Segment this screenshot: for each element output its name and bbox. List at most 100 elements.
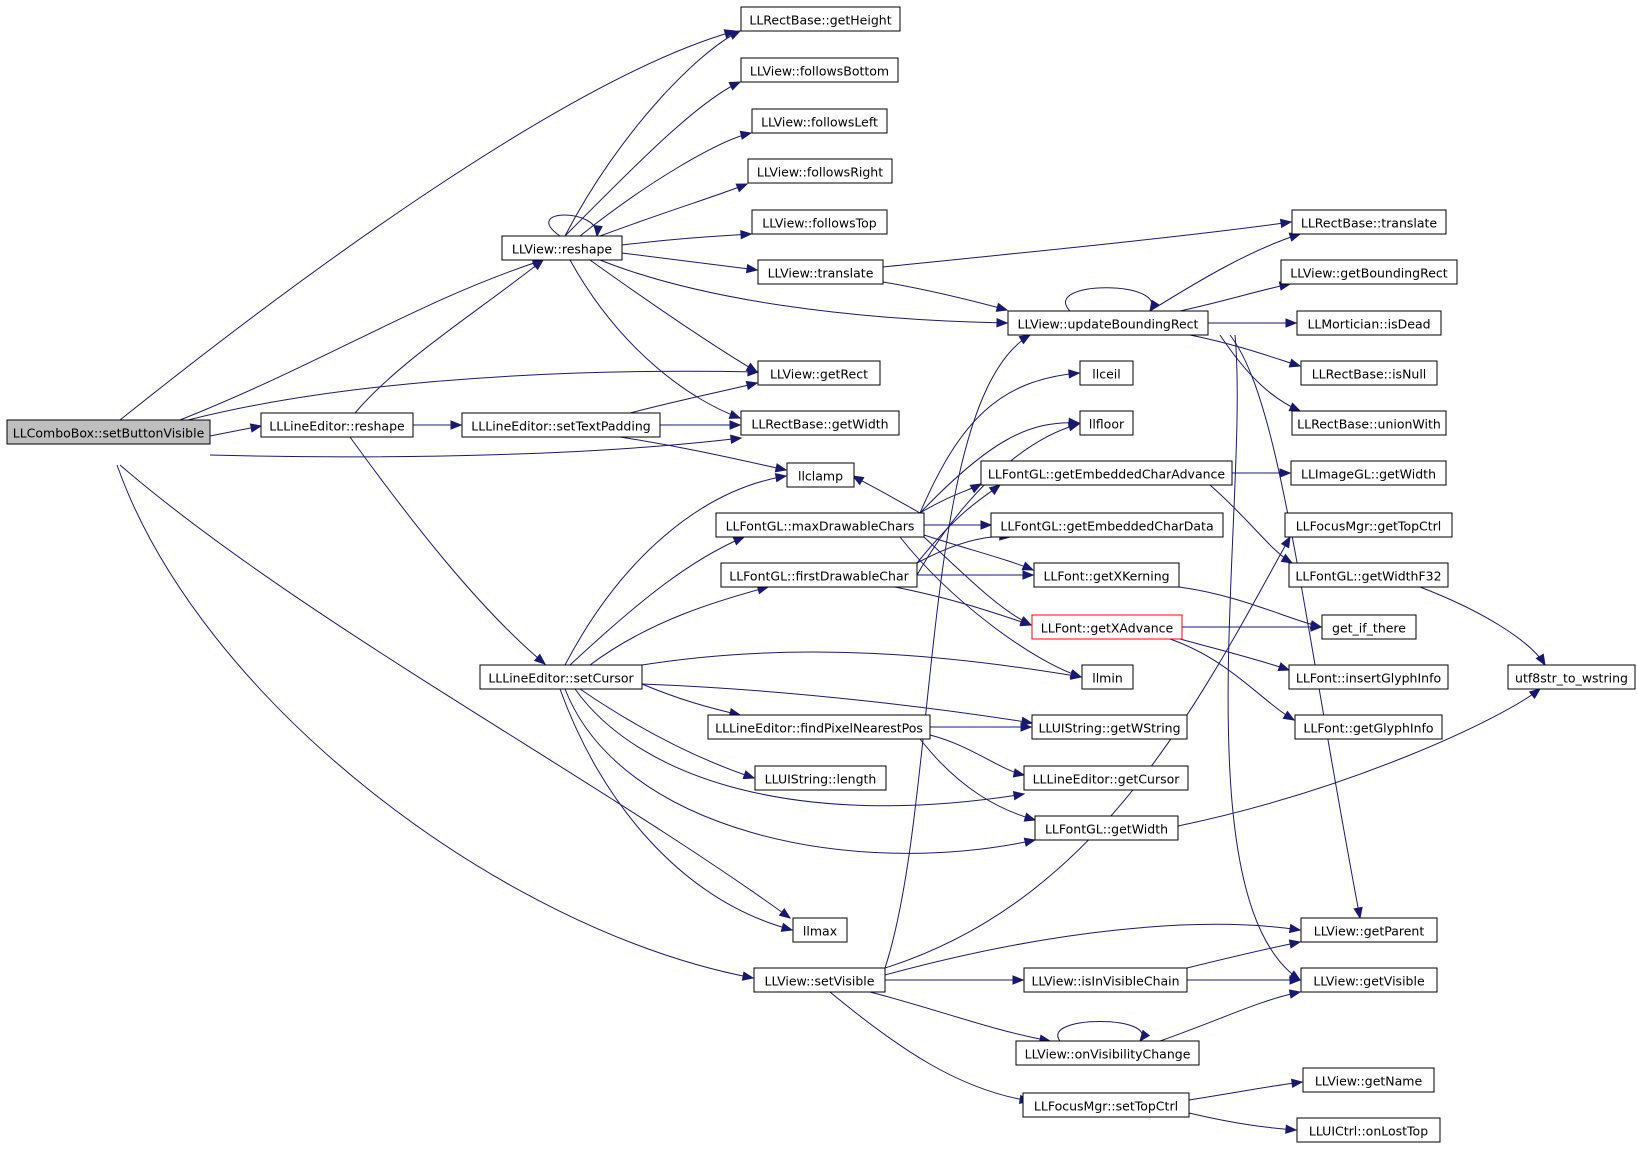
node-view-get-name[interactable]: LLView::getName [1302,1067,1435,1093]
node-mortician-is-dead[interactable]: LLMortician::isDead [1296,310,1442,336]
edge-arrowhead [745,362,759,373]
node-uictrl-on-lost-top[interactable]: LLUICtrl::onLostTop [1296,1117,1441,1143]
node-fontgl-max-drawable-chars[interactable]: LLFontGL::maxDrawableChars [715,512,925,538]
node-view-is-in-visible-chain[interactable]: LLView::isInVisibleChain [1023,967,1188,993]
edge-arrowhead [533,653,547,665]
node-lineeditor-reshape[interactable]: LLLineEditor::reshape [260,412,414,438]
node-view-reshape[interactable]: LLView::reshape [501,235,623,261]
node-combo-set-button-visible[interactable]: LLComboBox::setButtonVisible [6,419,211,445]
node-fontgl-get-embedded-char-advance[interactable]: LLFontGL::getEmbeddedCharAdvance [980,460,1233,486]
node-fontgl-get-width-f32[interactable]: LLFontGL::getWidthF32 [1288,562,1449,588]
edge-view-on-visibility-change-to-view-on-visibility-change [1057,1021,1151,1043]
node-focusmgr-get-top-ctrl[interactable]: LLFocusMgr::getTopCtrl [1284,512,1453,538]
node-fontgl-get-width[interactable]: LLFontGL::getWidth [1034,815,1179,841]
edge-view-reshape-to-view-follows-bottom [564,81,742,237]
node-font-get-xadvance[interactable]: LLFont::getXAdvance [1031,614,1183,640]
node-uistring-length[interactable]: LLUIString::length [754,765,887,791]
node-focusmgr-set-top-ctrl[interactable]: LLFocusMgr::setTopCtrl [1022,1092,1190,1118]
node-fontgl-get-embedded-char-data[interactable]: LLFontGL::getEmbeddedCharData [990,512,1224,538]
node-view-set-visible[interactable]: LLView::setVisible [753,967,886,993]
edge-line [559,688,793,931]
node-view-on-visibility-change[interactable]: LLView::onVisibilityChange [1015,1040,1200,1066]
node-view-get-rect[interactable]: LLView::getRect [757,360,881,386]
edge-arrowhead [1019,617,1033,627]
node-box [1031,614,1183,640]
node-font-get-glyph-info[interactable]: LLFont::getGlyphInfo [1294,714,1443,740]
node-lineeditor-get-cursor[interactable]: LLLineEditor::getCursor [1023,765,1189,791]
edge-line [894,586,1032,626]
node-font-insert-glyph-info[interactable]: LLFont::insertGlyphInfo [1288,664,1449,690]
node-rect-is-null[interactable]: LLRectBase::isNull [1300,360,1438,386]
node-label: llfloor [1089,417,1125,432]
edge-font-get-xadvance-to-font-get-glyph-info [1169,638,1296,721]
node-label: llmin [1092,671,1123,686]
edge-arrowhead [1353,906,1363,920]
node-box [753,967,886,993]
edge-view-reshape-to-view-get-rect [589,259,759,373]
node-box [990,512,1224,538]
node-get-if-there[interactable]: get_if_there [1321,614,1417,640]
node-view-follows-left[interactable]: LLView::followsLeft [751,108,888,134]
node-box [751,108,888,134]
edge-lineeditor-set-cursor-to-uistring-get-wstring [641,683,1034,727]
edge-arrowhead [741,971,755,981]
node-view-get-visible[interactable]: LLView::getVisible [1300,967,1438,993]
node-label: llmax [803,924,837,939]
edge-lineeditor-find-pixel-nearest-pos-to-lineeditor-get-cursor [929,734,1026,778]
node-view-follows-top[interactable]: LLView::followsTop [751,209,888,235]
node-llfloor[interactable]: llfloor [1079,410,1134,436]
edge-view-reshape-to-rect-get-height [564,30,742,237]
node-fontgl-first-drawable-char[interactable]: LLFontGL::firstDrawableChar [720,562,918,588]
node-view-get-parent[interactable]: LLView::getParent [1300,917,1438,943]
node-lineeditor-set-text-padding[interactable]: LLLineEditor::setTextPadding [461,412,661,438]
node-uistring-get-wstring[interactable]: LLUIString::getWString [1031,714,1188,740]
node-view-translate[interactable]: LLView::translate [757,259,884,285]
edge-line [1179,638,1290,671]
node-utf8str-to-wstring[interactable]: utf8str_to_wstring [1507,664,1636,690]
node-llmin[interactable]: llmin [1081,664,1134,690]
edge-arrowhead [1020,722,1033,732]
edge-font-get-xadvance-to-font-insert-glyph-info [1179,638,1291,672]
node-box [1284,512,1453,538]
edge-lineeditor-reshape-to-view-reshape [354,259,545,414]
node-llclamp[interactable]: llclamp [786,462,855,488]
edge-line [179,259,544,421]
node-rect-get-width[interactable]: LLRectBase::getWidth [740,410,900,436]
node-imagegl-get-width[interactable]: LLImageGL::getWidth [1290,460,1447,486]
edge-lineeditor-set-cursor-to-fontgl-get-width [564,688,1037,854]
node-view-get-bounding-rect[interactable]: LLView::getBoundingRect [1280,259,1458,285]
node-box [1033,562,1180,588]
edge-line [916,423,1080,576]
node-box [1079,410,1134,436]
node-lineeditor-find-pixel-nearest-pos[interactable]: LLLineEditor::findPixelNearestPos [707,714,931,740]
edge-arrowhead [1528,688,1542,700]
node-label: LLLineEditor::reshape [269,419,405,434]
edge-line [569,536,745,666]
edge-lineeditor-set-cursor-to-uistring-length [579,688,756,780]
node-view-follows-bottom[interactable]: LLView::followsBottom [740,57,899,83]
edge-focusmgr-set-top-ctrl-to-view-get-name [1188,1078,1304,1101]
edge-line [619,436,787,471]
node-rect-get-height[interactable]: LLRectBase::getHeight [740,6,901,32]
edge-fontgl-first-drawable-char-to-font-get-xkerning [917,570,1035,580]
node-llceil[interactable]: llceil [1079,360,1134,386]
edge-arrowhead [531,259,545,271]
node-view-update-bounding-rect[interactable]: LLView::updateBoundingRect [1007,310,1209,336]
node-view-follows-right[interactable]: LLView::followsRight [747,158,893,184]
edge-line [919,738,1036,821]
node-box [747,158,893,184]
node-font-get-xkerning[interactable]: LLFont::getXKerning [1033,562,1180,588]
edge-view-set-visible-to-view-get-parent [884,923,1302,976]
edge-view-reshape-to-rect-get-width [569,259,742,419]
edge-line [852,475,921,514]
node-rect-translate[interactable]: LLRectBase::translate [1291,209,1447,235]
edge-line [129,370,759,438]
node-llmax[interactable]: llmax [792,917,848,943]
edge-line [884,334,1031,969]
edge-combo-set-button-visible-to-rect-get-height [119,29,737,421]
node-rect-union-with[interactable]: LLRectBase::unionWith [1291,410,1447,436]
edge-line [916,536,1011,564]
edge-arrowhead [729,420,742,430]
node-lineeditor-set-cursor[interactable]: LLLineEditor::setCursor [479,664,643,690]
